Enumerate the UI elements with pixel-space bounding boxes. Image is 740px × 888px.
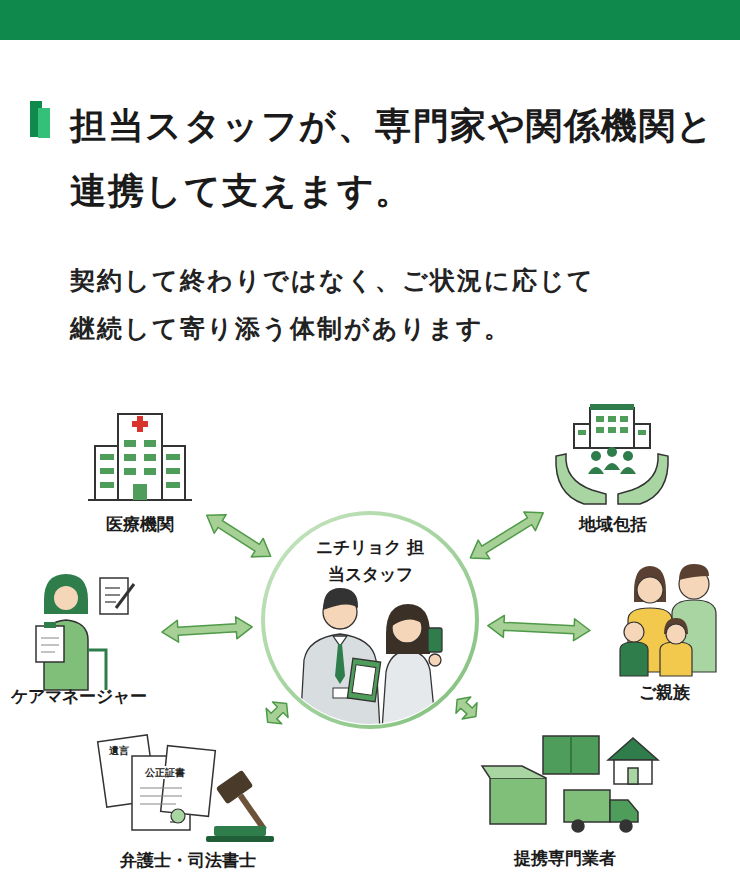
node-label: 提携専門業者 [480,847,650,870]
node-label: ケアマネージャー [4,685,154,708]
business-icon [482,736,658,832]
document-title: 遺言 [108,744,130,757]
double-arrow [456,697,477,719]
node-label: 医療機関 [80,513,200,536]
staff-circle [263,513,477,727]
partner-node: ご親族 [598,560,730,708]
double-arrow [266,702,288,724]
staff-figures [300,588,442,730]
node-label: 弁護士・司法書士 [88,849,288,872]
node-label: ご親族 [598,681,730,704]
community-icon [556,404,668,504]
top-bar [0,0,740,40]
document-title: 公正証書 [144,766,186,779]
heading-marker [30,101,50,138]
staff-circle-node: ニチリョク 担当スタッフ [262,512,478,728]
partner-node: ケアマネージャー [4,562,154,712]
double-arrow [162,617,252,642]
heading: 担当スタッフが、専門家や関係機関と連携して支えます。 [70,93,720,223]
double-arrow [470,512,543,559]
node-label: ニチリョク 担当スタッフ [310,534,430,588]
double-arrow [488,615,590,640]
legal-icon [98,735,278,842]
partner-node: 弁護士・司法書士 [88,728,288,876]
partner-node: 医療機関 [80,405,200,540]
care-manager-icon [36,574,134,690]
family-icon [620,564,716,676]
partner-node: 地域包括 [550,400,675,540]
hospital-icon [88,414,192,500]
partner-node: 提携専門業者 [480,722,650,874]
node-label: 地域包括 [550,513,675,536]
subheading: 契約して終わりではなく、ご状況に応じて継続して寄り添う体制があります。 [70,257,600,353]
double-arrow [207,515,271,557]
